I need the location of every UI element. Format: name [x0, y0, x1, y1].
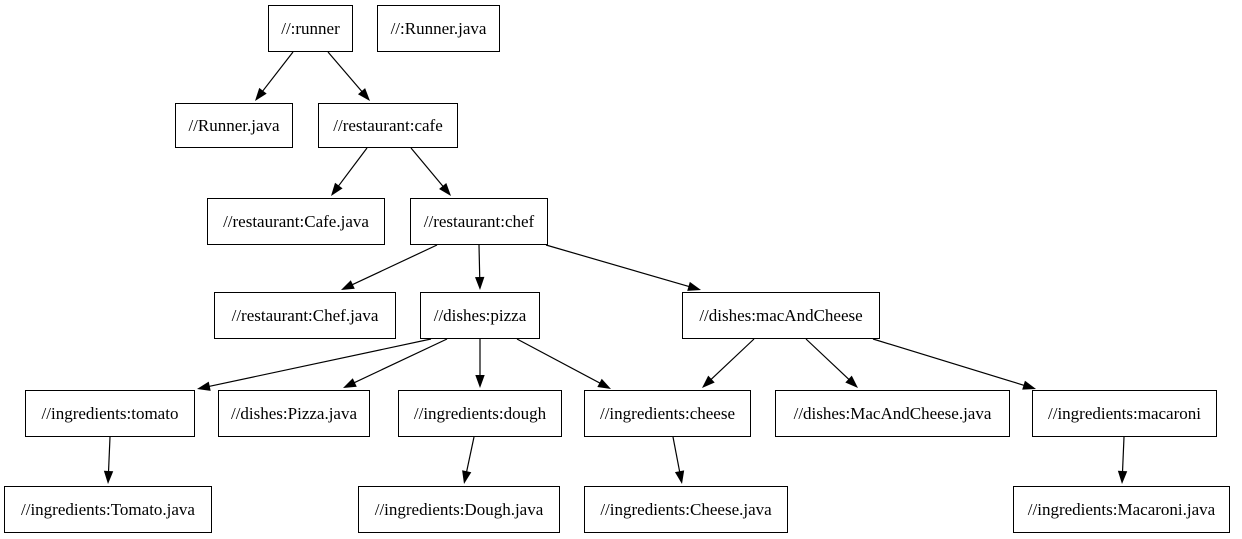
graph-node-label: //:runner — [281, 19, 340, 38]
edge-chef-to-chef-java — [350, 244, 438, 286]
graph-node-label: //ingredients:tomato — [41, 404, 179, 423]
graph-node-label: //dishes:MacAndCheese.java — [793, 404, 992, 423]
arrowhead-tomato-to-tomato-java — [103, 470, 114, 484]
graph-node-label: //dishes:pizza — [433, 306, 527, 325]
edge-macaroni-to-macaroni-java — [1121, 436, 1125, 474]
edge-chef-to-pizza — [478, 244, 481, 280]
graph-node-label: //ingredients:macaroni — [1048, 404, 1201, 423]
graph-node-mac-and-cheese: //dishes:macAndCheese — [682, 292, 880, 339]
edge-pizza-to-tomato — [207, 338, 432, 388]
graph-node-chef: //restaurant:chef — [410, 198, 548, 245]
arrowhead-mac-and-cheese-to-mac-and-cheese-java — [845, 375, 858, 388]
graph-node-label: //ingredients:dough — [413, 404, 547, 423]
graph-node-label: //dishes:macAndCheese — [699, 306, 863, 325]
graph-node-cafe: //restaurant:cafe — [318, 103, 458, 148]
edge-pizza-to-cheese — [516, 338, 602, 385]
edge-mac-and-cheese-to-cheese — [709, 338, 755, 381]
graph-node-label: //restaurant:chef — [423, 212, 535, 231]
graph-node-label: //:Runner.java — [390, 19, 487, 38]
arrowhead-pizza-to-tomato — [197, 381, 211, 391]
arrowhead-macaroni-to-macaroni-java — [1117, 470, 1128, 484]
graph-node-label: //dishes:Pizza.java — [230, 404, 358, 423]
edge-pizza-to-pizza-java — [352, 338, 448, 384]
graph-node-label: //ingredients:Cheese.java — [600, 500, 772, 519]
edge-runner-to-runner-java — [261, 51, 294, 93]
graph-node-macaroni-java: //ingredients:Macaroni.java — [1013, 486, 1230, 533]
graph-node-chef-java: //restaurant:Chef.java — [214, 292, 396, 339]
graph-node-label: //ingredients:cheese — [599, 404, 735, 423]
edge-mac-and-cheese-to-macaroni — [872, 338, 1026, 387]
arrowhead-dough-to-dough-java — [462, 470, 472, 484]
graph-node-tomato: //ingredients:tomato — [25, 390, 195, 437]
graph-node-label: //ingredients:Dough.java — [374, 500, 544, 519]
arrowhead-mac-and-cheese-to-cheese — [702, 375, 715, 388]
graph-node-cheese: //ingredients:cheese — [584, 390, 751, 437]
graph-node-label: //restaurant:cafe — [333, 116, 443, 135]
arrowhead-pizza-to-cheese — [597, 378, 611, 389]
edge-dough-to-dough-java — [465, 436, 475, 474]
arrowhead-cheese-to-cheese-java — [674, 470, 685, 484]
edge-cheese-to-cheese-java — [672, 436, 681, 474]
graph-node-pizza: //dishes:pizza — [420, 292, 540, 339]
edge-runner-to-cafe — [327, 51, 364, 94]
graph-node-tomato-java: //ingredients:Tomato.java — [4, 486, 212, 533]
graph-node-runner-java-target: //:Runner.java — [377, 5, 500, 52]
edge-cafe-to-chef — [410, 147, 445, 188]
edge-mac-and-cheese-to-mac-and-cheese-java — [805, 338, 851, 381]
graph-node-label: //restaurant:Chef.java — [231, 306, 379, 325]
graph-node-label: //Runner.java — [188, 116, 280, 135]
arrowhead-mac-and-cheese-to-macaroni — [1022, 380, 1036, 390]
graph-node-cheese-java: //ingredients:Cheese.java — [584, 486, 788, 533]
graph-node-label: //ingredients:Tomato.java — [21, 500, 195, 519]
graph-node-label: //restaurant:Cafe.java — [223, 212, 369, 231]
edge-chef-to-mac-and-cheese — [545, 244, 691, 288]
edge-cafe-to-cafe-java — [337, 147, 368, 188]
arrowhead-pizza-to-pizza-java — [343, 378, 357, 388]
arrowhead-chef-to-chef-java — [341, 280, 355, 290]
graph-node-pizza-java: //dishes:Pizza.java — [218, 390, 370, 437]
arrowhead-chef-to-mac-and-cheese — [687, 281, 701, 291]
arrowhead-chef-to-pizza — [475, 276, 485, 290]
graph-node-cafe-java: //restaurant:Cafe.java — [207, 198, 385, 245]
graph-node-dough: //ingredients:dough — [398, 390, 562, 437]
arrowhead-pizza-to-dough — [475, 375, 485, 388]
arrowhead-runner-to-cafe — [357, 88, 370, 101]
arrowhead-cafe-to-chef — [439, 183, 451, 196]
graph-node-dough-java: //ingredients:Dough.java — [358, 486, 560, 533]
graph-node-macaroni: //ingredients:macaroni — [1032, 390, 1217, 437]
arrowhead-cafe-to-cafe-java — [331, 182, 343, 196]
graph-node-label: //ingredients:Macaroni.java — [1027, 500, 1216, 519]
edge-tomato-to-tomato-java — [107, 436, 111, 474]
graph-node-runner-java: //Runner.java — [175, 103, 293, 148]
arrowhead-runner-to-runner-java — [255, 87, 267, 101]
graph-node-runner: //:runner — [268, 5, 353, 52]
graph-node-mac-and-cheese-java: //dishes:MacAndCheese.java — [775, 390, 1010, 437]
